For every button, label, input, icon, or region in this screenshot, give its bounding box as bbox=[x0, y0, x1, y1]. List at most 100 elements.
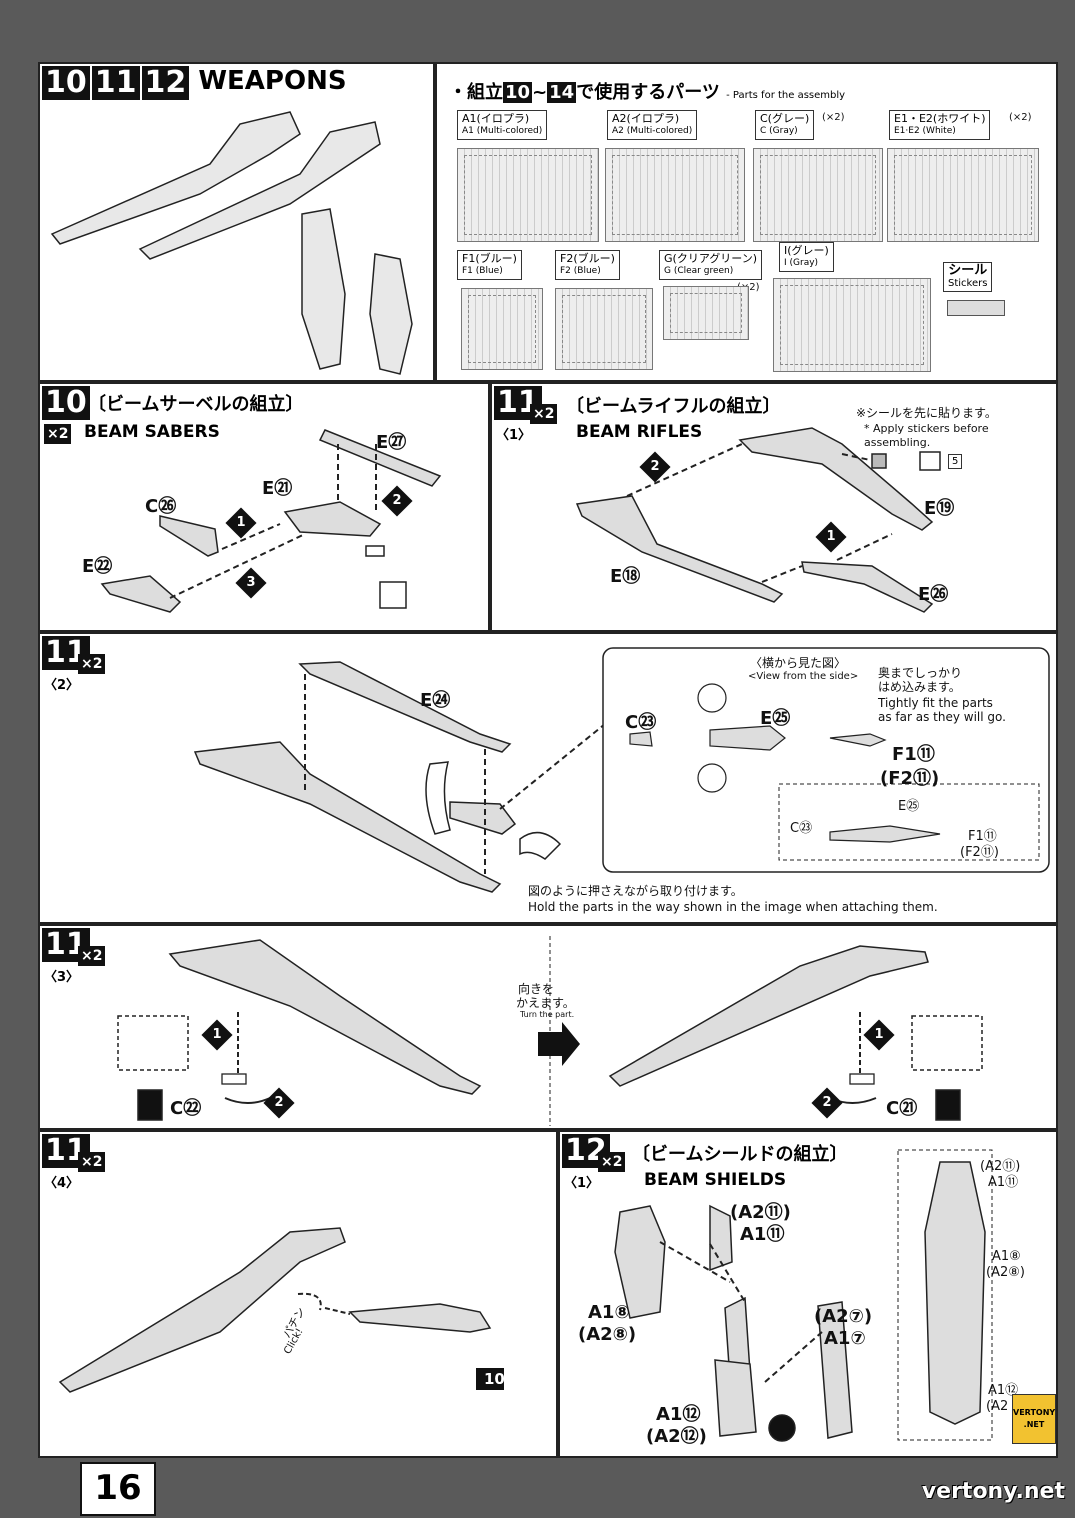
step-11-3-arrow-2-left: 2 bbox=[263, 1087, 295, 1119]
part-c: C(グレー)C (Gray) bbox=[755, 110, 815, 140]
label-f2: (F2⑪) bbox=[880, 768, 940, 789]
step-11-3-panel: 11 〈3〉 ×2 向きを かえます。 Turn the part. C㉒ C㉑… bbox=[38, 924, 1058, 1130]
step-10-qty: ×2 bbox=[44, 424, 72, 444]
part-g: G(クリアグリーン)G (Clear green) bbox=[659, 250, 763, 280]
sticker-number: 5 bbox=[948, 454, 963, 469]
parts-sep: ~ bbox=[532, 82, 548, 103]
step-10-arrow-3: 3 bbox=[235, 567, 267, 599]
runner-i bbox=[773, 278, 931, 372]
step-11-2-panel: 11 〈2〉 ×2 E㉔ 〈横から見た図〉 <View from bbox=[38, 632, 1058, 924]
label-e26: E㉖ bbox=[918, 584, 949, 605]
step-11-1-panel: 11 〈1〉 ×2 〔ビームライフルの組立〕 BEAM RIFLES ※シールを… bbox=[490, 382, 1058, 632]
step-12-1-title-en: BEAM SHIELDS bbox=[644, 1170, 787, 1190]
parts-to-step: 14 bbox=[547, 82, 577, 103]
step-11-1-arrow-1-num: 1 bbox=[826, 529, 836, 544]
label-e21: E㉑ bbox=[262, 478, 293, 499]
step-10-badge: 10 bbox=[42, 66, 90, 100]
side-label-e25: E㉕ bbox=[898, 799, 920, 814]
label-e25: E㉕ bbox=[760, 708, 791, 729]
parts-from-step: 10 bbox=[503, 82, 533, 103]
shield-label-a2-8-right: (A2⑧) bbox=[986, 1265, 1025, 1280]
step-12-badge: 12 bbox=[141, 66, 190, 100]
step-12-1-sub: 〈1〉 bbox=[564, 1176, 600, 1191]
step-11-3-arrow-1-left: 1 bbox=[201, 1019, 233, 1051]
label-e18: E⑱ bbox=[610, 566, 641, 587]
label-e27: E㉗ bbox=[376, 432, 407, 453]
step-10-arrow-3-num: 3 bbox=[246, 575, 256, 590]
shield-label-a1-8-left: A1⑧ bbox=[588, 1302, 630, 1323]
stickers-en: Stickers bbox=[948, 278, 988, 289]
page-number: 16 bbox=[80, 1462, 156, 1516]
label-e24: E㉔ bbox=[420, 690, 451, 711]
shield-label-a1-12-left: A1⑫ bbox=[656, 1404, 701, 1425]
step-11-1-sub: 〈1〉 bbox=[496, 428, 532, 443]
turn-note-jp1: 向きを bbox=[518, 982, 555, 996]
label-c21: C㉑ bbox=[886, 1098, 918, 1119]
part-g-jp: G(クリアグリーン) bbox=[664, 252, 758, 265]
step-11-1-qty: ×2 bbox=[530, 404, 558, 424]
step-10-panel: 10 ×2 〔ビームサーベルの組立〕 BEAM SABERS C㉖ E㉑ E㉒ … bbox=[38, 382, 490, 632]
shield-label-a2-7: (A2⑦) bbox=[814, 1306, 873, 1327]
runner-f1 bbox=[461, 288, 543, 370]
side-view-jp: 〈横から見た図〉 bbox=[750, 656, 847, 670]
part-f2-en: F2 (Blue) bbox=[560, 266, 601, 276]
shield-label-a2-12-right: (A2 bbox=[986, 1399, 1009, 1414]
step-11-3-arrow-1-left-num: 1 bbox=[212, 1027, 222, 1042]
step-11-3-arrow-2-right-num: 2 bbox=[822, 1095, 832, 1110]
step-11-2-sub: 〈2〉 bbox=[44, 678, 80, 693]
part-f1: F1(ブルー)F1 (Blue) bbox=[457, 250, 522, 280]
part-e1e2: E1・E2(ホワイト)E1·E2 (White) bbox=[889, 110, 991, 140]
label-c23: C㉓ bbox=[625, 712, 657, 733]
part-a1: A1(イロプラ)A1 (Multi-colored) bbox=[457, 110, 548, 140]
part-c-jp: C(グレー) bbox=[760, 112, 810, 125]
step-11-4-number: 11 bbox=[42, 1134, 90, 1168]
step-11-3-arrow-2-left-num: 2 bbox=[274, 1095, 284, 1110]
part-e1e2-jp: E1・E2(ホワイト) bbox=[894, 112, 986, 125]
rifle-assembly-illustration bbox=[193, 647, 1050, 893]
shield-label-a1-12-right: A1⑫ bbox=[988, 1383, 1019, 1398]
part-f2: F2(ブルー)F2 (Blue) bbox=[555, 250, 620, 280]
side-label-f1: F1⑪ bbox=[968, 829, 997, 844]
weapons-illustration bbox=[50, 111, 413, 375]
parts-title-jp2: で使用するパーツ bbox=[576, 82, 720, 103]
part-a2-en: A2 (Multi-colored) bbox=[612, 126, 693, 136]
step-11-1-arrow-2-num: 2 bbox=[650, 459, 660, 474]
shield-label-a1-11-right: A1⑪ bbox=[988, 1175, 1019, 1190]
part-i: I(グレー)I (Gray) bbox=[779, 242, 834, 272]
sticker-note-en: * Apply stickers before assembling. bbox=[864, 422, 989, 449]
step-11-3-arrow-2-right: 2 bbox=[811, 1087, 843, 1119]
part-f2-jp: F2(ブルー) bbox=[560, 252, 615, 265]
part-i-en: I (Gray) bbox=[784, 258, 819, 268]
stickers-jp: シール bbox=[948, 263, 988, 278]
weapons-title: WEAPONS bbox=[198, 66, 347, 96]
shield-label-a1-8-right: A1⑧ bbox=[992, 1249, 1021, 1264]
badge-line1: VERTONY bbox=[1013, 1408, 1056, 1417]
step-10-title-jp: 〔ビームサーベルの組立〕 bbox=[88, 394, 304, 415]
step-10-arrow-2: 2 bbox=[381, 485, 413, 517]
step-12-1-title-jp: 〔ビームシールドの組立〕 bbox=[632, 1144, 848, 1165]
part-g-en: G (Clear green) bbox=[664, 266, 734, 276]
shield-label-a2-11-left: (A2⑪) bbox=[730, 1202, 791, 1223]
step-11-2-qty: ×2 bbox=[78, 654, 106, 674]
label-f1: F1⑪ bbox=[892, 744, 935, 765]
part-e1e2-en: E1·E2 (White) bbox=[894, 126, 956, 136]
part-e1e2-qty: (×2) bbox=[1009, 112, 1032, 123]
step-12-1-panel: 12 〈1〉 ×2 〔ビームシールドの組立〕 BEAM SHIELDS (A2⑪… bbox=[558, 1130, 1058, 1458]
part-c-en: C (Gray) bbox=[760, 126, 798, 136]
rifle-attach-illustration bbox=[58, 1227, 504, 1393]
shield-label-a2-8-left: (A2⑧) bbox=[578, 1324, 637, 1345]
parts-title-jp: 組立 bbox=[467, 82, 503, 103]
step-10-title-en: BEAM SABERS bbox=[84, 422, 220, 442]
step-11-3-sub: 〈3〉 bbox=[44, 970, 80, 985]
part-c-qty: (×2) bbox=[822, 112, 845, 123]
step-11-3-qty: ×2 bbox=[78, 946, 106, 966]
step-10-number: 10 bbox=[42, 386, 90, 420]
part-f1-en: F1 (Blue) bbox=[462, 266, 503, 276]
step-10-arrow-1: 1 bbox=[225, 507, 257, 539]
step-10-arrow-2-num: 2 bbox=[392, 493, 402, 508]
runner-e1e2 bbox=[887, 148, 1039, 242]
